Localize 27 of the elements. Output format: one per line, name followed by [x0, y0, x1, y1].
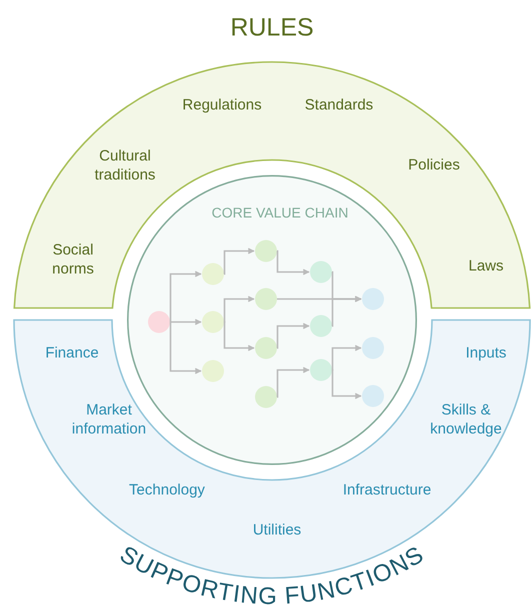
arrow	[223, 296, 255, 323]
arrow	[331, 369, 362, 400]
function-label: Standards	[304, 96, 374, 116]
arrow	[169, 270, 202, 323]
function-label: Inputs	[464, 344, 508, 364]
function-label: Skills & knowledge	[429, 401, 503, 439]
function-label: Social norms	[51, 241, 95, 279]
arrow	[223, 248, 255, 275]
arrow	[170, 318, 202, 326]
function-label: Cultural traditions	[94, 147, 156, 185]
arrow	[169, 321, 202, 374]
heading: RULES	[229, 12, 315, 44]
function-label: Infrastructure	[342, 482, 432, 500]
function-label: Policies	[407, 156, 461, 176]
arrow	[331, 296, 362, 327]
function-label: Market information	[70, 401, 148, 439]
function-label: Laws	[467, 258, 505, 276]
heading: CORE VALUE CHAIN	[210, 204, 350, 222]
arrow	[223, 321, 255, 352]
arrow	[331, 344, 362, 371]
arrow	[276, 322, 310, 349]
arrow	[276, 366, 310, 398]
function-label: Finance	[44, 344, 100, 364]
function-label: Technology	[128, 482, 206, 500]
function-label: Utilities	[252, 522, 302, 540]
arrow	[276, 250, 310, 276]
function-label: Regulations	[181, 96, 263, 116]
